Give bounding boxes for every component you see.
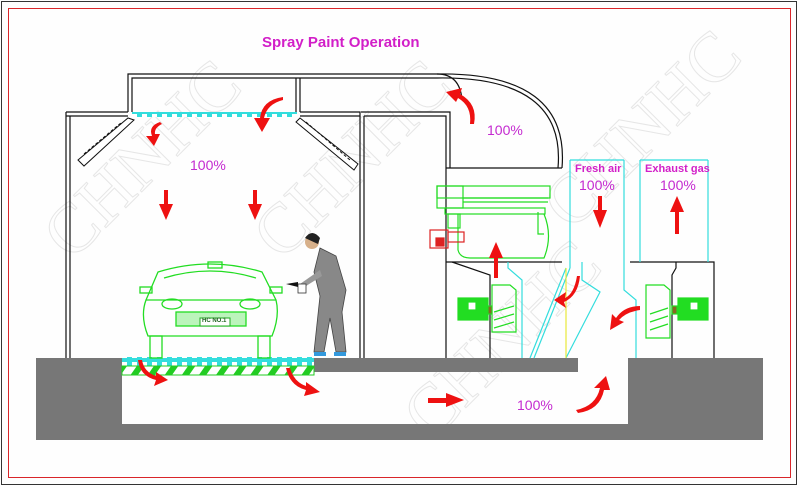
light-fixture-left [77,117,135,167]
curved-arrow-icon [610,306,640,330]
arrow-down-icon [248,190,262,220]
curved-arrow-icon [446,88,475,124]
air-ducts [507,159,709,359]
arrow-up-icon [489,242,503,278]
license-plate-text: HC NO.1 [202,318,227,324]
curved-arrow-icon [146,122,162,146]
curved-arrow-icon [576,376,610,413]
curved-arrow-icon [286,368,320,396]
painter [286,233,347,356]
fresh-air-percent: 100% [579,177,615,193]
light-fixture-right [295,117,359,171]
exhaust-gas-label: Exhaust gas [645,163,710,175]
exhaust-fan [645,284,709,339]
ceiling-filter [132,112,297,117]
airflow-arrows [138,88,684,413]
arrow-up-icon [670,196,684,234]
diagram-title: Spray Paint Operation [262,34,420,51]
concrete-foundation [36,358,763,440]
underfloor-flow-percent: 100% [517,397,553,413]
heater-unit [436,185,551,259]
ceiling-flow-percent: 100% [190,157,226,173]
plenum-flow-percent: 100% [487,122,523,138]
burner-control [429,229,465,249]
curved-arrow-icon [138,360,168,386]
license-plate [199,317,231,327]
curved-arrow-icon [554,276,580,308]
filter-layer [121,365,315,376]
booth-walls [65,73,715,358]
floor-grate [122,357,314,366]
arrow-down-icon [159,190,173,220]
arrow-down-icon [593,196,607,228]
fresh-air-label: Fresh air [575,163,622,175]
supply-fan [457,284,517,333]
curved-arrow-icon [254,97,283,132]
exhaust-gas-percent: 100% [660,177,696,193]
arrow-right-icon [428,393,464,407]
car [139,261,283,359]
